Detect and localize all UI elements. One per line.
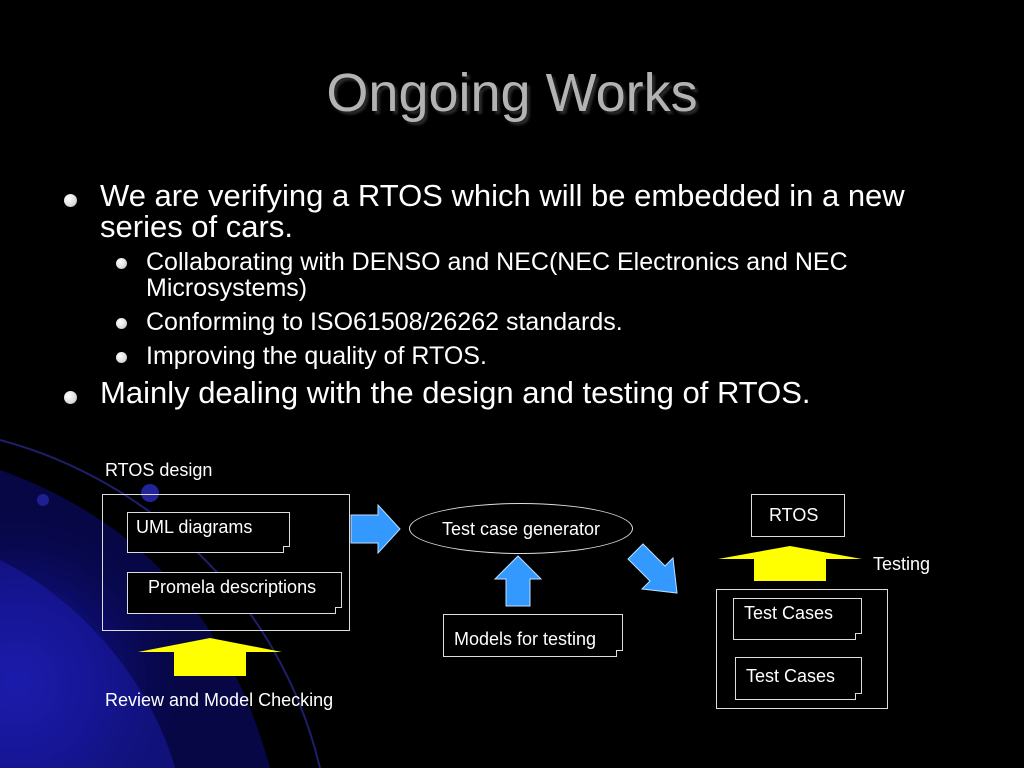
- uml-diagrams-card: UML diagrams: [127, 512, 290, 553]
- test-cases-box: [716, 589, 888, 709]
- bullet-list: We are verifying a RTOS which will be em…: [62, 180, 962, 416]
- models-for-testing-label: Models for testing: [454, 629, 597, 649]
- rtos-box: RTOS: [751, 494, 845, 537]
- models-for-testing-card: Models for testing: [443, 614, 623, 657]
- sub-bullet-item: Collaborating with DENSO and NEC(NEC Ele…: [100, 249, 962, 301]
- testing-label: Testing: [873, 554, 931, 574]
- up-arrow-icon: [718, 546, 862, 581]
- promela-card: Promela descriptions: [127, 572, 342, 614]
- bullet-text: We are verifying a RTOS which will be em…: [100, 178, 905, 244]
- bullet-item: We are verifying a RTOS which will be em…: [62, 180, 962, 369]
- sub-bullet-item: Improving the quality of RTOS.: [100, 343, 962, 369]
- sub-bullet-list: Collaborating with DENSO and NEC(NEC Ele…: [100, 249, 962, 369]
- bullet-item: Mainly dealing with the design and testi…: [62, 377, 962, 408]
- promela-label: Promela descriptions: [148, 577, 317, 597]
- test-case-generator-label: Test case generator: [441, 519, 601, 539]
- up-arrow-icon: [138, 638, 282, 676]
- slide-title: Ongoing Works: [326, 63, 698, 123]
- sub-bullet-item: Conforming to ISO61508/26262 standards.: [100, 309, 962, 335]
- rtos-label: RTOS: [769, 505, 819, 525]
- review-label: Review and Model Checking: [105, 690, 334, 710]
- right-arrow-icon: [350, 503, 401, 555]
- rtos-design-box: [102, 494, 350, 631]
- test-cases-card: Test Cases: [733, 598, 862, 640]
- uml-diagrams-label: UML diagrams: [136, 517, 253, 537]
- up-arrow-icon: [493, 555, 543, 607]
- test-cases-label: Test Cases: [746, 666, 836, 686]
- test-case-generator-ellipse: Test case generator: [409, 503, 633, 554]
- test-cases-card: Test Cases: [735, 657, 862, 700]
- rtos-design-label: RTOS design: [105, 460, 213, 480]
- test-cases-label: Test Cases: [744, 603, 834, 623]
- diagonal-arrow-icon: [627, 543, 678, 594]
